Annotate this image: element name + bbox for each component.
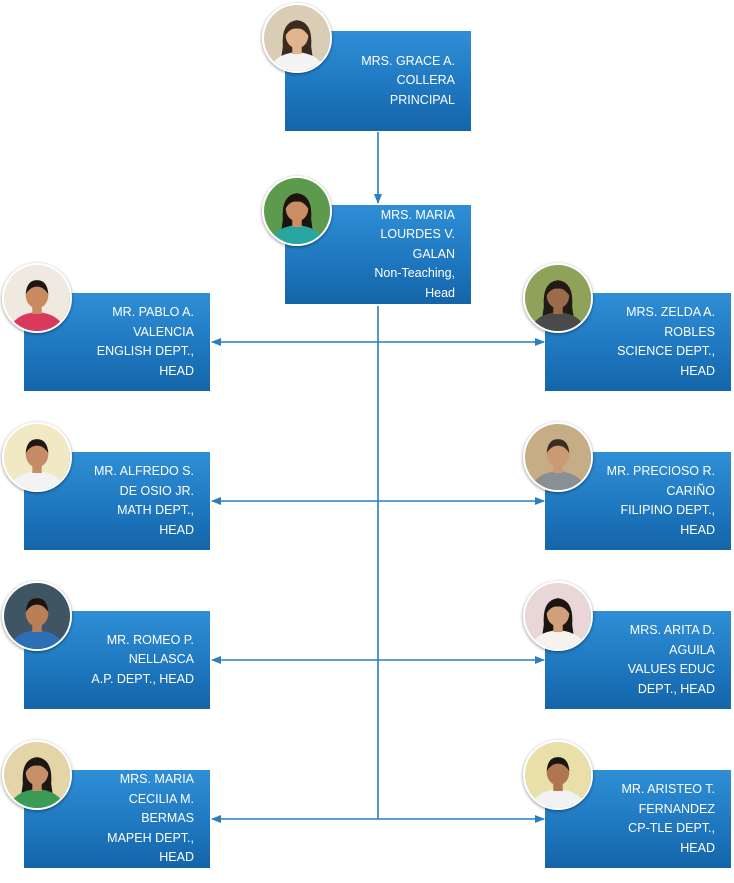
node-line: MRS. MARIA [119, 772, 194, 787]
node-line: HEAD [159, 522, 194, 537]
female-portrait-icon [2, 740, 72, 810]
node-line: DEPT., HEAD [637, 681, 715, 696]
node-line: AGUILA [669, 642, 715, 657]
node-line: HEAD [159, 850, 194, 865]
node-line: CARIÑO [666, 483, 715, 498]
node-line: HEAD [680, 522, 715, 537]
node-line: LOURDES V. [380, 227, 455, 242]
node-line: CP-TLE DEPT., [628, 821, 715, 835]
node-line: NELLASCA [128, 652, 194, 667]
node-line: MAPEH DEPT., [107, 830, 194, 845]
female-portrait-icon [523, 581, 593, 651]
node-line: A.P. DEPT., HEAD [91, 671, 194, 686]
node-line: HEAD [159, 363, 194, 378]
male-portrait-icon [523, 422, 593, 492]
node-line: ENGLISH DEPT., [96, 344, 194, 358]
node-values-head: MRS. ARITA D. AGUILA VALUES EDUC DEPT., … [545, 611, 731, 709]
node-line: MR. ALFREDO S. [93, 464, 194, 478]
female-portrait-icon [262, 3, 332, 73]
node-line: MR. PABLO A. [112, 305, 194, 319]
female-portrait-icon [523, 263, 593, 333]
female-portrait-icon [262, 176, 332, 246]
node-line: ROBLES [664, 324, 715, 339]
node-line: MRS. GRACE A. [361, 53, 455, 68]
node-line: MRS. MARIA [380, 207, 455, 222]
node-line: FILIPINO DEPT., [620, 503, 715, 517]
node-line: MRS. ARITA D. [629, 623, 715, 637]
node-line: FERNANDEZ [638, 801, 715, 816]
male-portrait-icon [2, 422, 72, 492]
node-line: BERMAS [141, 811, 194, 826]
node-line: COLLERA [396, 73, 455, 88]
node-line: SCIENCE DEPT., [617, 344, 715, 358]
node-line: HEAD [680, 840, 715, 855]
node-line: GALAN [412, 246, 455, 261]
node-line: CECILIA M. [128, 791, 194, 806]
node-line: MR. ROMEO P. [106, 632, 194, 647]
node-line: VALENCIA [133, 324, 194, 339]
node-line: Non-Teaching, [374, 266, 455, 281]
node-line: PRINCIPAL [389, 92, 455, 107]
node-line: MRS. ZELDA A. [626, 305, 715, 319]
node-line: HEAD [680, 363, 715, 378]
male-portrait-icon [2, 263, 72, 333]
node-line: Head [425, 285, 455, 300]
male-portrait-icon [523, 740, 593, 810]
node-line: MR. ARISTEO T. [621, 782, 715, 796]
node-line: DE OSIO JR. [119, 483, 194, 498]
node-line: MR. PRECIOSO R. [606, 464, 715, 478]
male-portrait-icon [2, 581, 72, 651]
node-line: VALUES EDUC [627, 662, 715, 676]
node-line: MATH DEPT., [117, 503, 194, 517]
